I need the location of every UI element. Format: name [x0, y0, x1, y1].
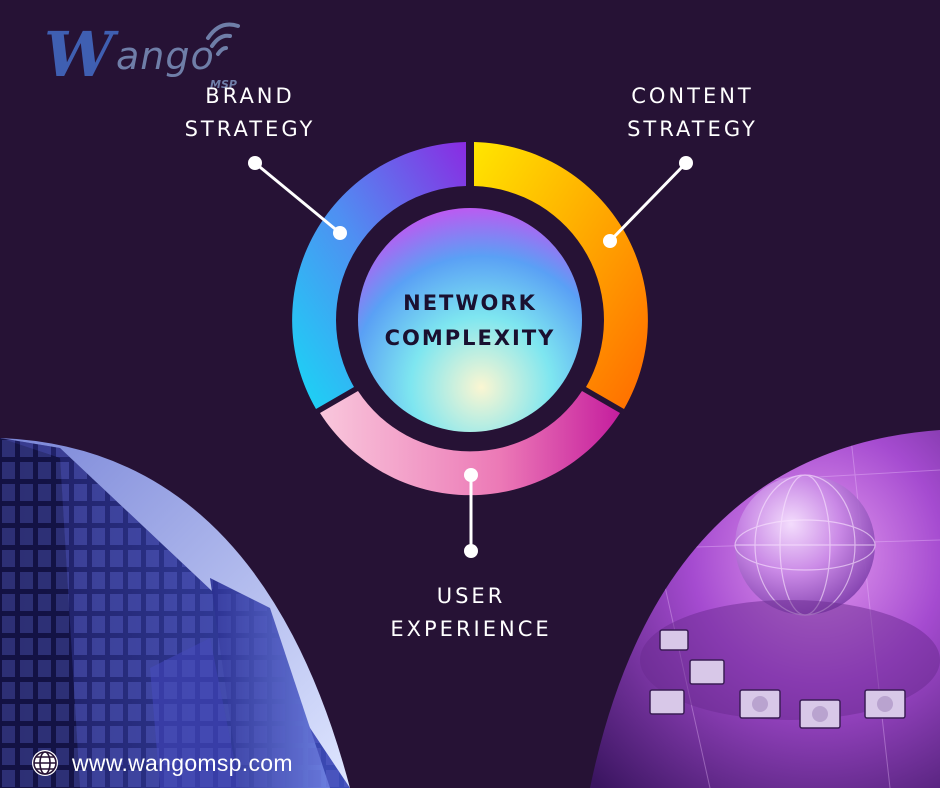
logo-w-letter: W [44, 18, 114, 91]
label-user-experience: USER EXPERIENCE [376, 580, 566, 646]
label-brand-line-2: STRATEGY [184, 117, 316, 141]
label-content-strategy: CONTENT STRATEGY [600, 80, 785, 146]
website-url[interactable]: www.wangomsp.com [72, 749, 293, 776]
center-title-line-1: NETWORK [403, 291, 537, 315]
label-brand-line-1: BRAND [205, 84, 295, 108]
center-title: NETWORK COMPLEXITY [360, 286, 580, 356]
label-user-line-2: EXPERIENCE [390, 617, 552, 641]
segment-brand-strategy [292, 142, 466, 409]
segment-user-experience [320, 391, 620, 496]
network-globe-photo [590, 430, 940, 788]
label-content-line-2: STRATEGY [627, 117, 758, 141]
wango-msp-logo: W ango MSP [38, 16, 253, 91]
logo-wordmark: ango [116, 34, 215, 78]
connector-brand [248, 156, 347, 240]
skyscraper-photo [0, 438, 350, 788]
wireless-signal-icon [206, 22, 240, 56]
logo-msp-suffix: MSP [210, 78, 237, 91]
connector-content [603, 156, 693, 248]
center-title-line-2: COMPLEXITY [384, 326, 556, 350]
globe-icon [32, 750, 58, 776]
label-content-line-1: CONTENT [631, 84, 754, 108]
center-circle [358, 208, 582, 432]
segment-content-strategy [474, 142, 648, 409]
label-user-line-1: USER [436, 584, 506, 608]
website-link[interactable]: www.wangomsp.com [30, 745, 293, 781]
label-brand-strategy: BRAND STRATEGY [160, 80, 340, 146]
connector-user [464, 468, 478, 558]
